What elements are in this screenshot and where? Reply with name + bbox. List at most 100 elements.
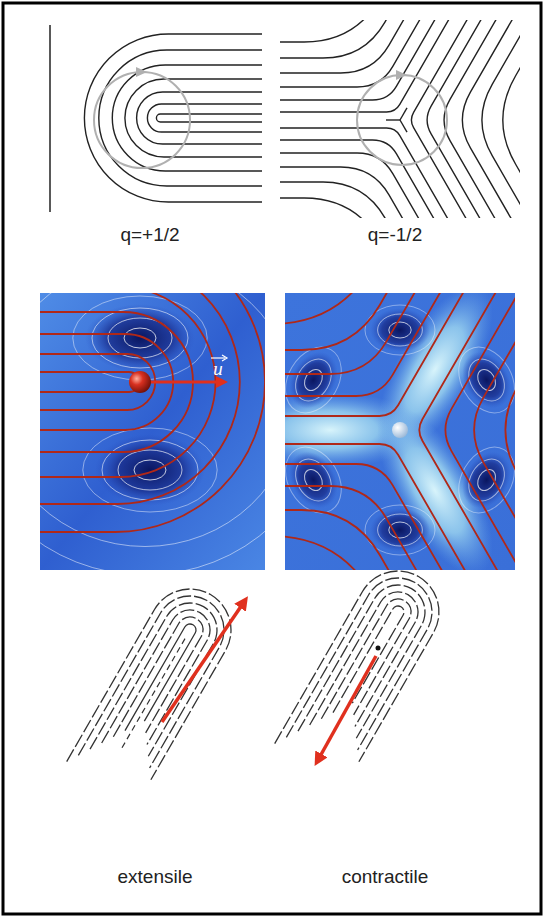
loop-circle — [357, 75, 447, 165]
director-line — [505, 293, 515, 570]
director-line — [280, 153, 461, 218]
defect-core — [129, 371, 151, 393]
director-line — [280, 20, 461, 87]
minus-half-flow-panel — [285, 293, 515, 570]
defect-core — [376, 646, 381, 651]
flow-streamline — [301, 366, 326, 393]
axis-line — [120, 639, 185, 752]
flow-streamline — [40, 293, 265, 547]
director-line — [285, 293, 464, 350]
flow-streamline — [301, 466, 326, 493]
director-field — [40, 293, 265, 532]
flow-streamline — [474, 466, 499, 493]
defect-sketches — [67, 556, 454, 803]
director-line — [400, 108, 407, 120]
flow-streamline — [447, 437, 515, 523]
director-line — [102, 603, 218, 763]
flow-streamline — [40, 293, 265, 570]
force-arrow — [162, 602, 244, 722]
director-line — [427, 20, 503, 218]
director-line — [285, 293, 490, 396]
director-line — [147, 104, 262, 132]
vortex-spot — [285, 343, 347, 417]
loop-arrow — [136, 67, 147, 77]
velocity-arrow — [150, 381, 222, 384]
director-line — [419, 293, 515, 570]
director-line — [156, 114, 262, 122]
type-label: contractile — [342, 866, 429, 887]
director-line — [285, 464, 490, 570]
flow-streamline — [102, 440, 198, 500]
director-sketch — [275, 556, 454, 785]
flow-streamline — [124, 328, 156, 348]
director-line — [280, 198, 435, 218]
flow-streamline — [92, 308, 188, 368]
type-label-box: extensile — [118, 866, 193, 888]
flow-streamline — [447, 337, 515, 423]
force-arrow — [318, 656, 376, 760]
director-line — [280, 20, 444, 58]
director-line — [482, 20, 520, 218]
vortex-spot — [285, 443, 347, 517]
charge-label-box: q=+1/2 — [120, 224, 179, 246]
director-line — [280, 20, 435, 42]
director-line — [280, 167, 453, 218]
plus-half-defect — [50, 25, 262, 212]
plus-half-flow-panel — [40, 293, 265, 570]
director-line — [503, 20, 520, 218]
director-line — [78, 584, 236, 790]
type-label-box: contractile — [342, 866, 429, 888]
flow-streamline — [40, 293, 265, 570]
charge-label: q=-1/2 — [368, 224, 422, 245]
director-line — [137, 92, 262, 144]
director-line — [400, 120, 407, 132]
loop-circle — [94, 72, 190, 168]
type-label: extensile — [118, 866, 193, 887]
director-line — [280, 20, 469, 100]
director-line — [67, 574, 246, 803]
vector-label: u — [213, 358, 223, 379]
vortex-spot — [370, 308, 430, 352]
defect-core — [392, 422, 408, 438]
director-line — [99, 50, 262, 186]
flow-streamline — [118, 450, 182, 490]
director-line — [112, 65, 262, 171]
director-line — [275, 556, 454, 785]
director-line — [280, 128, 475, 218]
director-line — [386, 119, 400, 120]
director-line — [113, 612, 207, 750]
director-line — [84, 34, 262, 202]
director-line — [285, 293, 478, 374]
director-line — [280, 20, 453, 73]
director-line — [285, 293, 449, 324]
director-line — [125, 79, 262, 157]
director-line — [280, 182, 444, 218]
director-line — [474, 293, 515, 570]
director-line — [40, 293, 240, 504]
director-line — [285, 293, 502, 416]
flow-streamline — [134, 460, 166, 480]
director-line — [280, 140, 469, 218]
director-line — [285, 536, 449, 570]
director-line — [40, 293, 265, 532]
vector-label-box: u — [213, 358, 223, 380]
minus-half-defect — [280, 20, 520, 218]
charge-label: q=+1/2 — [120, 224, 179, 245]
director-line — [444, 20, 518, 218]
director-line — [310, 585, 426, 745]
frame — [3, 3, 541, 914]
director-line — [285, 444, 502, 570]
director-sketch — [67, 574, 246, 803]
vortex-spot — [370, 508, 430, 552]
director-line — [285, 510, 464, 570]
director-line — [40, 354, 155, 410]
director-line — [286, 566, 444, 772]
charge-label-box: q=-1/2 — [368, 224, 422, 246]
director-line — [40, 293, 216, 477]
director-line — [40, 372, 139, 392]
director-line — [321, 594, 415, 732]
flow-streamline — [474, 366, 499, 393]
loop-arrow — [396, 70, 407, 80]
flow-streamline — [73, 296, 207, 380]
